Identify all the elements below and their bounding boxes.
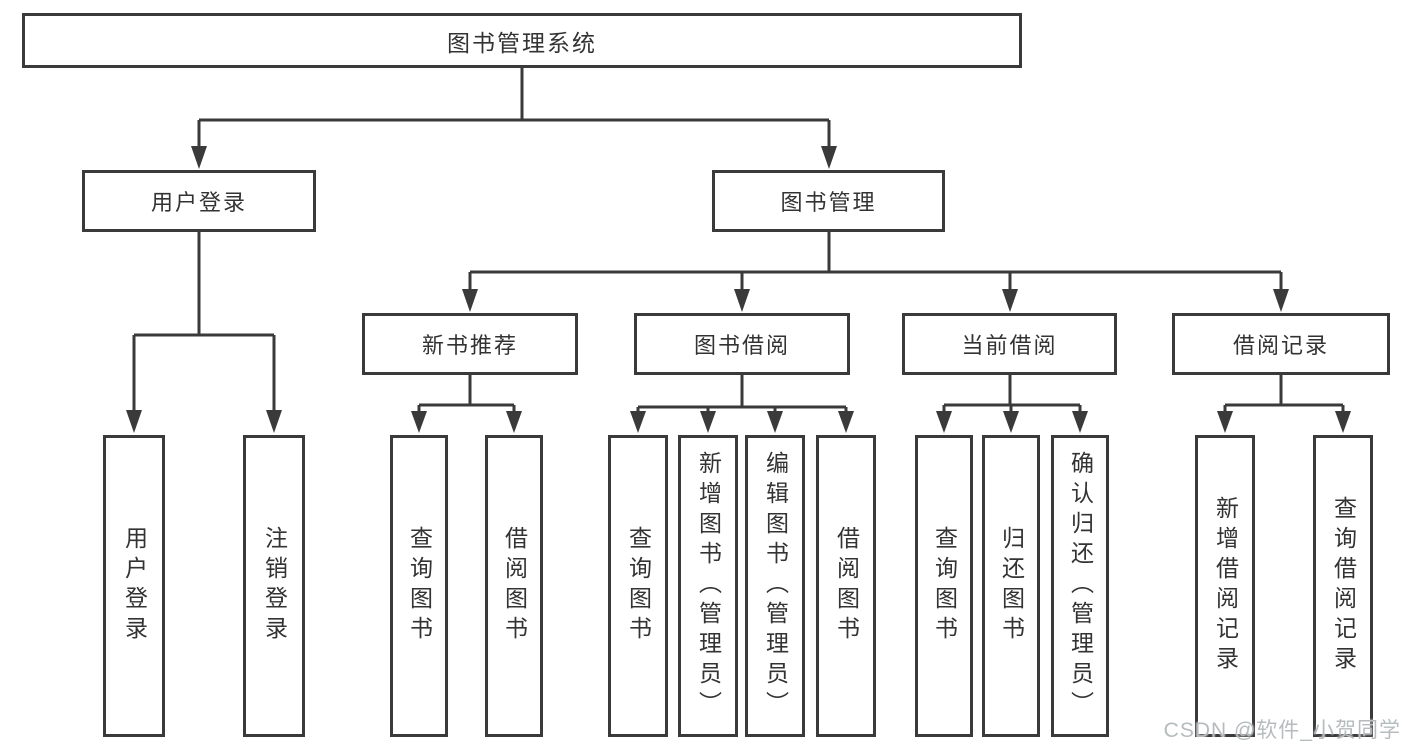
leaf-borrow-books: 借阅图书 — [816, 435, 876, 737]
arrowhead — [266, 410, 282, 433]
edge-recommend-to-leaves — [417, 375, 516, 413]
arrowhead — [700, 411, 716, 433]
node-book-management: 图书管理 — [712, 170, 945, 232]
arrowhead — [838, 411, 854, 433]
arrowhead — [506, 411, 522, 433]
arrowhead — [1217, 411, 1233, 433]
arrowhead — [1072, 411, 1088, 433]
node-book-borrowing: 图书借阅 — [634, 313, 850, 375]
arrowhead — [462, 289, 478, 312]
edge-user-login-to-leaves — [132, 232, 276, 412]
leaf-add-borrow-record: 新增借阅记录 — [1195, 435, 1255, 737]
node-borrowing-records: 借阅记录 — [1172, 313, 1390, 375]
leaf-user-login: 用户登录 — [103, 435, 165, 737]
leaf-logout: 注销登录 — [243, 435, 305, 737]
node-new-book-recommendation: 新书推荐 — [362, 313, 578, 375]
arrowhead — [1273, 289, 1289, 312]
edge-root-to-level2 — [197, 68, 831, 150]
edge-borrow-to-leaves — [636, 375, 848, 413]
leaf-edit-books-admin: 编辑图书（管理员） — [745, 435, 805, 737]
leaf-query-books-current: 查询图书 — [915, 435, 973, 737]
edge-records-to-leaves — [1223, 375, 1345, 413]
arrowhead — [630, 411, 646, 433]
arrowhead — [191, 146, 207, 169]
leaf-return-books: 归还图书 — [982, 435, 1040, 737]
arrowhead — [1002, 289, 1018, 312]
arrowhead — [1003, 411, 1019, 433]
leaf-query-books-borrow: 查询图书 — [608, 435, 668, 737]
edge-current-to-leaves — [942, 375, 1082, 413]
arrowhead — [936, 411, 952, 433]
leaf-add-books-admin: 新增图书（管理员） — [678, 435, 738, 737]
leaf-query-books-recommend: 查询图书 — [390, 435, 448, 737]
arrowhead — [411, 411, 427, 433]
node-current-borrowing: 当前借阅 — [902, 313, 1117, 375]
edge-book-management-to-level3 — [468, 232, 1283, 291]
arrowhead — [734, 289, 750, 312]
arrowhead — [126, 410, 142, 433]
leaf-confirm-return-admin: 确认归还（管理员） — [1051, 435, 1109, 737]
leaf-borrow-books-recommend: 借阅图书 — [485, 435, 543, 737]
node-library-management-system: 图书管理系统 — [22, 13, 1022, 68]
arrowhead — [821, 146, 837, 169]
node-user-login: 用户登录 — [82, 170, 316, 232]
arrowhead — [767, 411, 783, 433]
leaf-query-borrow-record: 查询借阅记录 — [1313, 435, 1373, 737]
arrowhead — [1335, 411, 1351, 433]
